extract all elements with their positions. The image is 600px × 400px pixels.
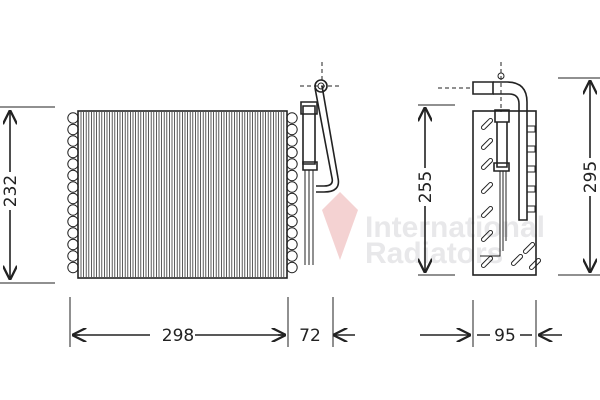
tube-bend xyxy=(286,181,298,193)
total-height-label: 295 xyxy=(581,161,600,193)
tube-bend xyxy=(286,169,298,182)
tube-bend xyxy=(67,215,79,228)
dimension-255: 255 xyxy=(416,104,455,276)
dimension-95: 95 xyxy=(420,300,562,347)
width-label: 298 xyxy=(162,326,194,346)
left-tube-bends xyxy=(67,112,79,274)
side-tab xyxy=(526,165,536,173)
front-view xyxy=(67,62,342,279)
core-height-label: 255 xyxy=(416,171,436,203)
tube-bend xyxy=(67,250,79,262)
slot xyxy=(510,253,524,267)
tube-bend xyxy=(67,146,79,159)
tube-bend xyxy=(286,238,298,251)
watermark-line1: International xyxy=(365,211,545,244)
watermark: International Radiators xyxy=(322,192,545,270)
tube-bend xyxy=(286,135,298,147)
tube-bend xyxy=(67,158,79,170)
dimension-298-72: 298 72 xyxy=(69,297,355,347)
slot xyxy=(480,117,494,131)
side-view xyxy=(438,62,542,276)
slot xyxy=(480,255,494,269)
watermark-logo xyxy=(322,192,358,260)
side-core xyxy=(472,110,537,276)
tube-bend xyxy=(67,123,79,136)
tube-bend xyxy=(67,192,79,205)
dimension-232: 232 xyxy=(0,106,55,284)
tube-bend xyxy=(67,261,79,274)
depth-label: 95 xyxy=(494,326,516,346)
dimension-295: 295 xyxy=(558,77,600,276)
slot xyxy=(480,229,494,243)
pipe-offset-label: 72 xyxy=(299,326,321,346)
height-label: 232 xyxy=(1,175,21,207)
tube-bend xyxy=(67,181,79,193)
tube-bend xyxy=(286,146,298,159)
slot xyxy=(480,157,494,171)
tube-bend xyxy=(286,158,298,170)
tube-bend xyxy=(286,112,298,124)
side-pipe-fitting xyxy=(438,62,528,257)
slot xyxy=(480,181,494,195)
side-tab xyxy=(526,185,536,193)
slot xyxy=(480,137,494,151)
watermark-line2: Radiators xyxy=(365,237,503,270)
tube-bend xyxy=(286,250,298,262)
tube-bend xyxy=(67,135,79,147)
evaporator-core xyxy=(77,110,288,279)
tube-bend xyxy=(67,204,79,216)
tube-bend xyxy=(286,227,298,239)
slot xyxy=(480,205,494,219)
tube-bend xyxy=(286,215,298,228)
slot xyxy=(522,241,536,255)
side-tab xyxy=(526,145,536,153)
core-fins xyxy=(80,112,285,277)
tube-bend xyxy=(67,238,79,251)
front-pipe-fitting xyxy=(300,62,342,265)
tube-bend xyxy=(286,123,298,136)
tube-bend xyxy=(67,227,79,239)
tube-bend xyxy=(67,169,79,182)
tube-bend xyxy=(286,192,298,205)
right-tube-bends xyxy=(286,112,298,274)
side-tab xyxy=(526,125,536,133)
slot xyxy=(528,257,542,271)
tube-bend xyxy=(67,112,79,124)
tube-bend xyxy=(286,261,298,274)
tube-bend xyxy=(286,204,298,216)
